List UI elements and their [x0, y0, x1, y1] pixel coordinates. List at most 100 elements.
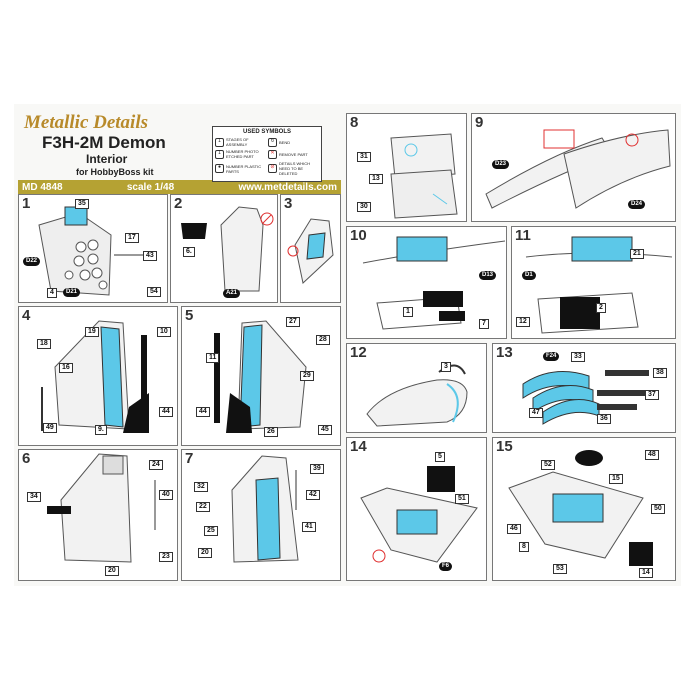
step-number: 7	[185, 450, 194, 467]
part-label: 35	[75, 199, 89, 209]
part-label: 18	[37, 339, 51, 349]
part-label: 9.	[95, 425, 107, 435]
scale-label: scale 1/48	[126, 181, 175, 193]
delete-icon: ⊘	[268, 164, 277, 173]
legend-title: USED SYMBOLS	[242, 129, 291, 135]
part-label: 11	[206, 353, 220, 363]
step-number: 3	[284, 195, 293, 212]
part-label: 44	[159, 407, 173, 417]
part-label: 34	[27, 492, 41, 502]
step-6-drawing	[47, 453, 156, 563]
brand-logo-text: Metallic Details	[24, 112, 149, 133]
part-label: 38	[653, 368, 667, 378]
part-label: 29	[300, 371, 314, 381]
step-number: 8	[350, 114, 359, 131]
part-label: 4	[47, 288, 57, 298]
part-label: 16	[59, 363, 73, 373]
header-bar: MD 4848 scale 1/48 www.metdetails.com	[18, 180, 341, 194]
step-number: 13	[496, 344, 513, 361]
step-number: 2	[174, 195, 183, 212]
part-label: 44	[196, 407, 210, 417]
part-label: 19	[85, 327, 99, 337]
step-number: 1	[22, 195, 31, 212]
remove-icon: ✕	[268, 149, 277, 159]
bend-icon: ↻	[268, 137, 277, 147]
part-label: 15	[609, 474, 623, 484]
part-label: 7	[479, 319, 489, 329]
step-number: 12	[350, 344, 367, 361]
stage-icon: 1	[215, 137, 224, 147]
part-label: 54	[147, 287, 161, 297]
step-number: 14	[350, 438, 367, 455]
part-label: 39	[310, 464, 324, 474]
step-number: 4	[22, 307, 31, 324]
step-panel-11: 11 21 2 12 D1	[511, 226, 676, 339]
part-label: 26	[264, 427, 278, 437]
product-code: MD 4848	[22, 181, 63, 193]
part-label: 42	[306, 490, 320, 500]
step-panel-6: 6 24 34 40 23 20	[18, 449, 178, 581]
step-13-drawing	[522, 370, 649, 425]
part-label: 13	[369, 174, 383, 184]
step-panel-2: 2 6. A21	[170, 194, 278, 303]
part-label: 31	[357, 152, 371, 162]
plastic-part-oval: F24	[543, 352, 560, 361]
step-panel-12: 12 3	[346, 343, 487, 433]
part-label: 14	[639, 568, 653, 578]
step-7-drawing	[231, 455, 299, 563]
step-11-drawing	[525, 236, 673, 334]
part-label: 25	[204, 526, 218, 536]
legend-item: ✕REMOVE PART	[268, 149, 319, 159]
step-10-drawing	[362, 236, 506, 330]
plastic-part-oval: F6	[439, 562, 453, 571]
plastic-part-oval: D21	[63, 288, 81, 297]
part-label: 2	[596, 303, 606, 313]
part-label: 43	[143, 251, 157, 261]
step-5-drawing	[214, 320, 307, 433]
step-12-drawing	[366, 364, 468, 427]
part-label: 1	[403, 307, 413, 317]
part-label: 28	[316, 335, 330, 345]
part-label: 23	[159, 552, 173, 562]
step-number: 15	[496, 438, 513, 455]
legend-item: ●NUMBER PLASTIC PARTS	[215, 161, 266, 176]
product-subtitle: Interior	[86, 152, 128, 166]
part-label: 52	[541, 460, 555, 470]
part-label: 41	[302, 522, 316, 532]
step-panel-7: 7 39 32 22 42 25 41 20	[181, 449, 341, 581]
part-label: 27	[286, 317, 300, 327]
step-number: 6	[22, 450, 31, 467]
part-label: 37	[645, 390, 659, 400]
product-title: F3H-2M Demon	[42, 133, 166, 152]
part-label: 33	[571, 352, 585, 362]
step-number: 11	[515, 227, 531, 244]
step-number: 9	[475, 114, 484, 131]
part-label: 36	[597, 414, 611, 424]
website-label: www.metdetails.com	[238, 181, 337, 193]
step-1-drawing	[38, 206, 143, 296]
part-label: 32	[194, 482, 208, 492]
step-panel-9: 9 D23 D24	[471, 113, 676, 222]
step-panel-3: 3	[280, 194, 341, 303]
plastic-part-oval: D24	[628, 200, 646, 209]
part-label: 45	[318, 425, 332, 435]
part-label: 22	[196, 502, 210, 512]
step-panel-10: 10 1 7 D13	[346, 226, 507, 339]
step-9-drawing	[485, 129, 671, 209]
part-label: 48	[645, 450, 659, 460]
part-label: 46	[507, 524, 521, 534]
part-label: 12	[516, 317, 530, 327]
part-label: 30	[357, 202, 371, 212]
step-panel-15: 15 52 15 48 50 46 8 53 14	[492, 437, 676, 581]
legend-item: ↻BEND	[268, 137, 319, 147]
step-14-drawing	[360, 466, 478, 563]
step-panel-13: 13 33 38 37 36 47 F24	[492, 343, 676, 433]
step-2-drawing	[181, 206, 274, 292]
plastic-part-oval: D13	[479, 271, 497, 280]
kit-note: for HobbyBoss kit	[76, 167, 154, 177]
step-number: 10	[350, 227, 367, 244]
part-label: 49	[43, 423, 57, 433]
part-label: 20	[105, 566, 119, 576]
part-label: 47	[529, 408, 543, 418]
